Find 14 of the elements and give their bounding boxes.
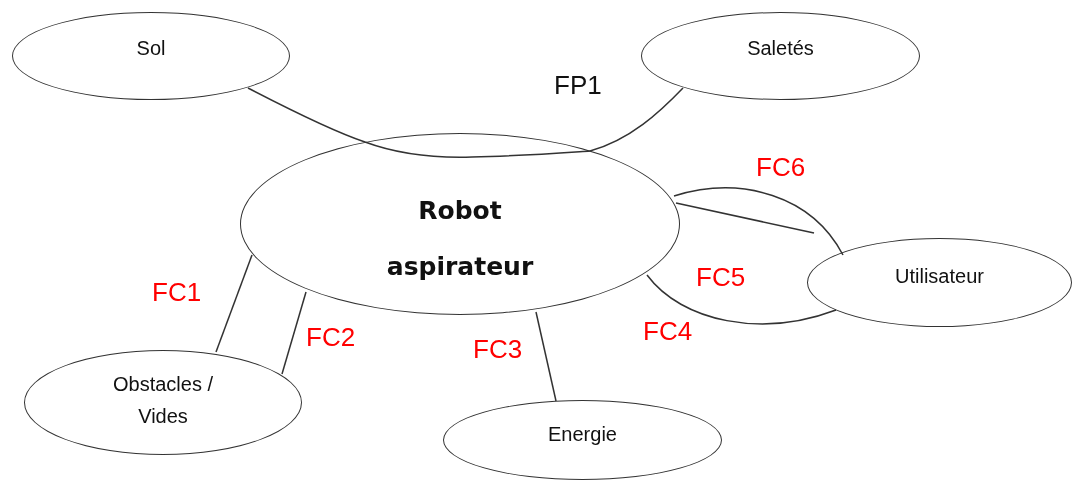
node-label: Robot aspirateur [385,195,535,283]
node-label: Obstacles / Vides [111,371,214,429]
node-label: Sol [136,36,166,61]
connector-line [535,311,557,402]
node-label: Saletés [747,36,814,61]
node-label: Energie [548,422,617,447]
connector-line [673,187,844,256]
connector-line [281,291,307,375]
connector-line [215,254,253,353]
connector-line [646,274,837,325]
connector-line [675,202,815,234]
node-label: Utilisateur [895,263,984,289]
connector-line [589,87,684,152]
connector-line [247,87,366,143]
